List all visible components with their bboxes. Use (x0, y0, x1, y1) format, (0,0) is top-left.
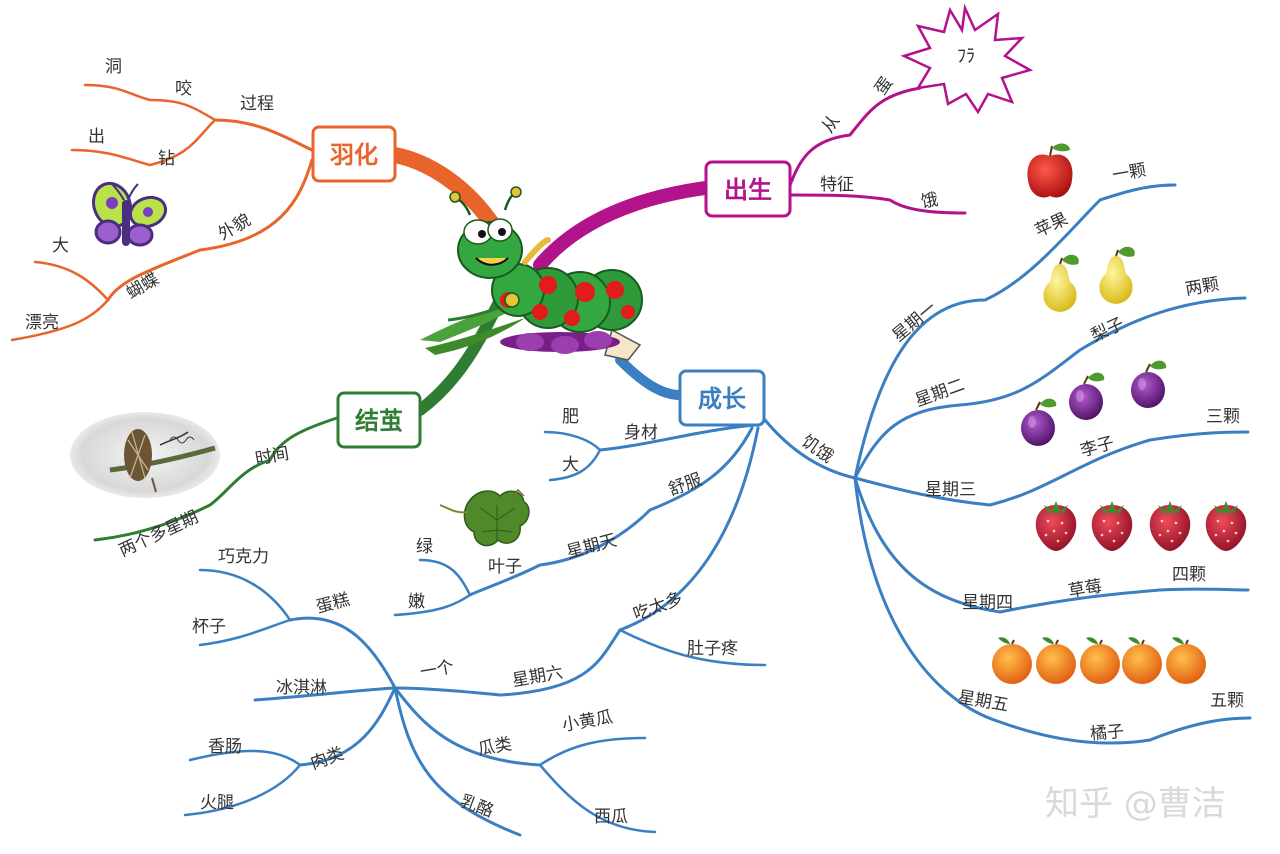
label-dong: 洞 (105, 57, 122, 77)
label-duzi: 肚子疼 (687, 639, 738, 659)
label-hudie: 蝴蝶 (123, 269, 162, 303)
yuhua-labels: 过程 洞 咬 出 钻 外貌 蝴蝶 大 漂亮 (25, 57, 274, 333)
label-xingqiyi: 星期一 (889, 298, 941, 346)
caterpillar-image (420, 186, 643, 361)
label-xingqisi: 星期四 (962, 593, 1013, 613)
apple-icon (1027, 143, 1073, 198)
label-shijian: 时间 (254, 444, 291, 470)
label-wuke: 五颗 (1210, 691, 1244, 711)
label-ji-e: 饥饿 (798, 431, 837, 467)
branch-chusheng (533, 86, 967, 272)
branch-chengzhang (183, 183, 1252, 837)
label-roulei: 肉类 (308, 744, 347, 774)
node-jiejian[interactable]: 结茧 (336, 391, 422, 449)
label-xiangchang: 香肠 (208, 737, 242, 757)
label-fei: 肥 (562, 407, 579, 427)
starburst-icon: ﾌﾗ (900, 3, 1034, 115)
label-chitaiduo: 吃太多 (631, 589, 686, 625)
label-caomei: 草莓 (1067, 576, 1104, 602)
label-xiaohuanggua: 小黄瓜 (561, 707, 615, 736)
label-lizi-plum: 李子 (1078, 433, 1116, 461)
branch-yuhua (10, 83, 513, 342)
leaf-image (439, 488, 530, 547)
strawberry-icons (1035, 501, 1247, 551)
node-chengzhang-label: 成长 (698, 385, 747, 413)
cocoon-image (70, 412, 220, 498)
label-tezheng: 特征 (820, 175, 854, 195)
label-huotui: 火腿 (200, 793, 234, 813)
label-sanke: 三颗 (1206, 407, 1240, 427)
label-yige: 一个 (419, 657, 456, 683)
label-xingqitian: 星期天 (564, 530, 618, 563)
label-piaoliang: 漂亮 (25, 313, 59, 333)
label-liangke: 两颗 (1184, 274, 1221, 300)
node-chengzhang[interactable]: 成长 (678, 369, 766, 427)
node-chusheng[interactable]: 出生 (704, 160, 792, 218)
label-xingqisan: 星期三 (925, 480, 976, 500)
label-guocheng: 过程 (240, 94, 274, 114)
orange-icons (991, 636, 1207, 685)
starburst-text: ﾌﾗ (957, 46, 975, 67)
label-beizi: 杯子 (192, 617, 226, 637)
label-yezi: 叶子 (488, 557, 522, 577)
butterfly-icon (91, 181, 168, 247)
label-cong: 从 (818, 111, 844, 136)
label-dangao: 蛋糕 (314, 590, 352, 618)
plum-icons (1020, 359, 1168, 447)
label-rulao: 乳酪 (457, 791, 496, 821)
label-yao: 咬 (175, 79, 192, 99)
watermark: 知乎 @曹洁 (1045, 784, 1226, 824)
label-sike: 四颗 (1172, 565, 1206, 585)
label-juzi: 橘子 (1089, 722, 1125, 745)
chusheng-labels: 从 蛋 特征 饿 (818, 73, 940, 212)
label-e: 饿 (920, 190, 940, 213)
label-xingqiwu: 星期五 (956, 687, 1010, 716)
pear-icons (1042, 245, 1136, 313)
chengzhang-left-labels: 肥 大 身材 舒服 星期天 叶子 绿 嫩 吃太多 肚子疼 星期六 一个 蛋糕 巧… (192, 407, 738, 827)
label-bingqilin: 冰淇淋 (276, 678, 327, 698)
label-lv: 绿 (416, 537, 433, 557)
label-shufu: 舒服 (666, 470, 705, 500)
node-yuhua-label: 羽化 (330, 141, 378, 169)
node-chusheng-label: 出生 (724, 176, 772, 204)
label-yike: 一颗 (1111, 160, 1148, 186)
label-da: 大 (52, 236, 69, 256)
node-yuhua[interactable]: 羽化 (311, 125, 397, 183)
label-nen: 嫩 (408, 592, 425, 612)
label-lizi-pear: 梨子 (1088, 314, 1127, 346)
label-zuan: 钻 (158, 149, 175, 169)
label-qiaokeli: 巧克力 (218, 547, 269, 567)
node-jiejian-label: 结茧 (355, 407, 403, 435)
label-xigua: 西瓜 (594, 807, 628, 827)
label-gualei: 瓜类 (476, 734, 513, 760)
label-shencai: 身材 (624, 423, 658, 443)
label-chu: 出 (88, 127, 105, 147)
label-da: 大 (562, 455, 579, 475)
